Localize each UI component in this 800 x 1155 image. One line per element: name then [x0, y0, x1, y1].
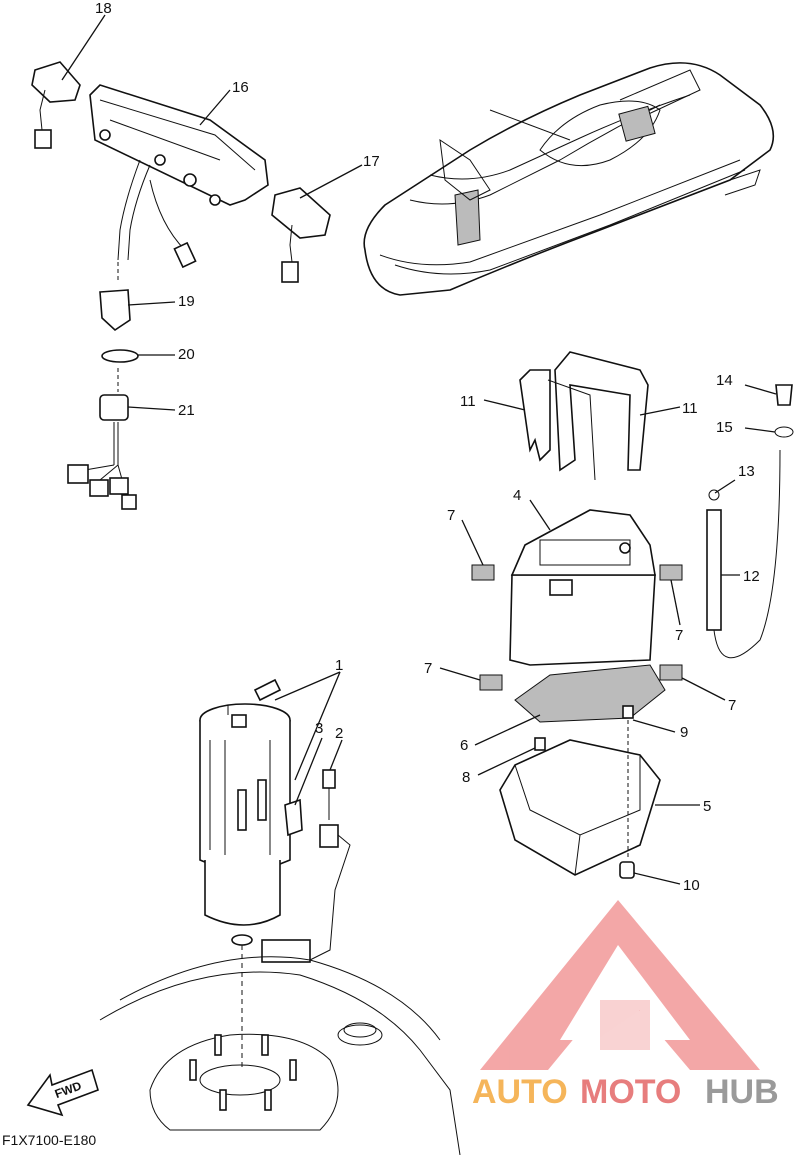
callout-3: 3 [315, 720, 323, 737]
callout-11-left: 11 [460, 393, 476, 410]
callout-21: 21 [178, 402, 195, 419]
callout-6: 6 [460, 737, 468, 754]
callout-20: 20 [178, 346, 195, 363]
meter-assembly-16 [89, 84, 269, 269]
battery-4 [509, 509, 656, 666]
watercraft-illustration [363, 62, 775, 296]
callout-5: 5 [703, 798, 711, 815]
callout-11-right: 11 [682, 400, 698, 417]
watermark-moto: MOTO [580, 1073, 681, 1111]
callout-18: 18 [95, 0, 112, 17]
callout-19: 19 [178, 293, 195, 310]
callout-4: 4 [513, 487, 521, 504]
leader-lines [61, 14, 777, 885]
diagram-code: F1X7100-E180 [2, 1132, 96, 1148]
callout-7-right: 7 [675, 627, 683, 644]
callout-9: 9 [680, 724, 688, 741]
callout-14: 14 [716, 372, 733, 389]
battery-fasteners [534, 705, 635, 879]
watermark-auto: AUTO [472, 1073, 568, 1111]
fwd-arrow: FWD [26, 1068, 99, 1117]
watermark-hub: HUB [705, 1073, 779, 1111]
callout-7-bottom-left: 7 [424, 660, 432, 677]
fuel-tank-outline [99, 945, 461, 1155]
callout-2: 2 [335, 725, 343, 742]
callout-7-top-left: 7 [447, 507, 455, 524]
battery-pads [471, 564, 683, 691]
switch-17 [271, 187, 331, 283]
fuel-pump-assembly-1 [199, 678, 291, 946]
callout-17: 17 [363, 153, 380, 170]
callout-7-bottom-right: 7 [728, 697, 736, 714]
battery-box-5 [499, 739, 661, 876]
switch-18 [31, 61, 81, 149]
callout-10: 10 [683, 877, 700, 894]
callout-12: 12 [743, 568, 760, 585]
callout-8: 8 [462, 769, 470, 786]
watermark-logo [480, 900, 760, 1070]
callout-13: 13 [738, 463, 755, 480]
wire-harness-parts-19-21 [67, 262, 139, 510]
watermark-brand: AUTO MOTO HUB [472, 1073, 779, 1111]
callout-15: 15 [716, 419, 733, 436]
callout-labels: 18 16 17 19 20 21 11 11 14 15 13 4 7 12 … [95, 0, 760, 894]
callout-1: 1 [335, 657, 343, 674]
vent-hose-12 [706, 384, 794, 659]
fuel-sender-3 [284, 798, 303, 837]
battery-band-11 [519, 351, 649, 481]
callout-16: 16 [232, 79, 249, 96]
battery-mat-6 [514, 664, 666, 723]
